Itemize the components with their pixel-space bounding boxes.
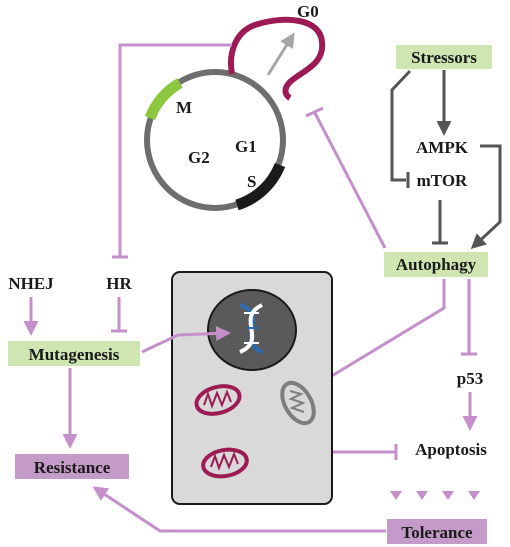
hr-label: HR <box>106 274 132 293</box>
tolerance-triangles <box>390 491 480 500</box>
resistance-label: Resistance <box>34 458 111 477</box>
ampk-label: AMPK <box>416 138 469 157</box>
mutagenesis-box <box>8 341 140 366</box>
autophagy-box <box>384 252 488 277</box>
stressors-label: Stressors <box>411 48 477 67</box>
p53-label: p53 <box>457 369 483 388</box>
inhibit-cycle-to-hr <box>118 43 232 256</box>
tolerance-label: Tolerance <box>401 523 473 542</box>
g0-entry-arrow <box>266 32 295 76</box>
mitochondrion-icon <box>194 384 242 416</box>
s-phase-arc <box>235 162 286 211</box>
nhej-label: NHEJ <box>8 274 54 293</box>
arrow-tolerance-to-resistance <box>92 486 386 533</box>
inhibit-stressors-to-mtor <box>390 69 412 182</box>
g2-label: G2 <box>188 148 210 167</box>
inhibit-autophagy-to-cycle <box>313 112 387 249</box>
autophagy-label: Autophagy <box>396 255 477 274</box>
inhibit-bar-cycle <box>305 106 324 118</box>
apoptosis-label: Apoptosis <box>415 440 487 459</box>
mtor-label: mTOR <box>417 171 468 190</box>
cell-cycle: G0 M G1 G2 S <box>144 2 326 211</box>
g1-label: G1 <box>235 137 257 156</box>
cell <box>171 271 333 505</box>
inhibit-autophagy-to-mito <box>324 279 446 382</box>
dna-helix-icon <box>239 303 263 354</box>
arrow-mutagenesis-to-nucleus <box>141 325 231 354</box>
s-label: S <box>247 172 256 191</box>
g0-label: G0 <box>297 2 319 21</box>
stressors-box <box>396 45 492 69</box>
arrow-ampk-to-autophagy <box>470 144 502 250</box>
tolerance-box <box>387 519 487 544</box>
damaged-mitochondrion-icon <box>280 380 316 426</box>
m-label: M <box>176 98 192 117</box>
mitochondrion-icon <box>201 447 249 479</box>
cell-cycle-ring <box>144 69 286 211</box>
m-phase-arc <box>144 78 183 121</box>
resistance-box <box>15 454 129 479</box>
g0-loop <box>228 16 326 101</box>
mutagenesis-label: Mutagenesis <box>29 345 120 364</box>
stress-pathway: Stressors AMPK mTOR <box>390 45 502 250</box>
